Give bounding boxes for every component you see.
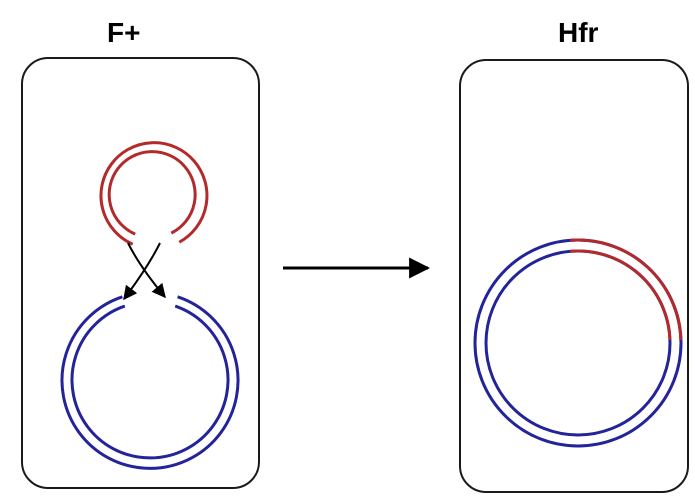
crossing-arrows	[124, 243, 165, 299]
hfr-chromosome	[475, 240, 681, 446]
arrow-left	[124, 243, 160, 299]
arrow-right	[128, 243, 165, 297]
bacterial-chromosome	[62, 297, 238, 469]
integrated-f-segment	[570, 240, 681, 340]
f-plus-cell	[22, 58, 259, 488]
hfr-cell	[460, 60, 688, 492]
f-plasmid	[101, 143, 207, 245]
